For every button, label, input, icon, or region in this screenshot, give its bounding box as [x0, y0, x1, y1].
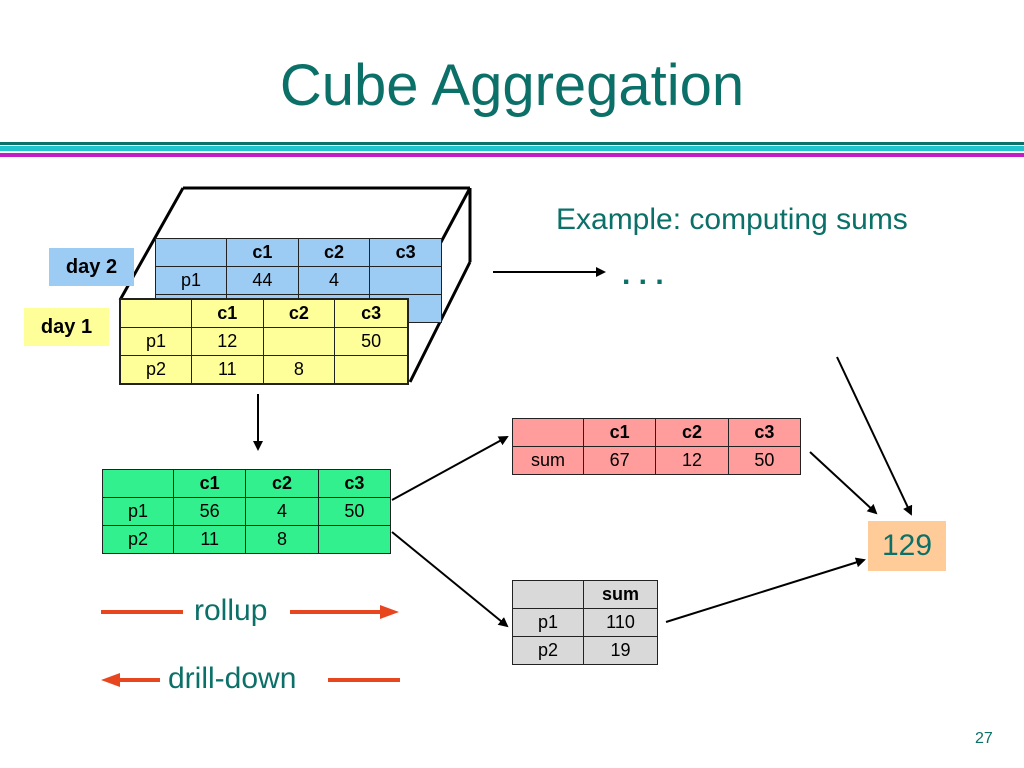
- rowsum-row-label: p2: [512, 636, 584, 665]
- colsum-row-label: sum: [512, 446, 584, 475]
- rollup-label: rollup: [194, 594, 268, 627]
- rowsum-cell: 110: [583, 608, 658, 637]
- aggregate-table: c1 c2 c3 p1 56 4 50 p2 11 8: [102, 469, 392, 554]
- aggregate-cell: [317, 525, 392, 554]
- day1-corner-cell: [119, 298, 192, 328]
- column-sum-table: c1 c2 c3 sum 67 12 50: [512, 418, 802, 475]
- day2-cell: 44: [226, 266, 299, 295]
- ellipsis: . . .: [622, 258, 664, 291]
- day1-label: day 1: [24, 308, 109, 346]
- day1-header-c2: c2: [262, 298, 336, 328]
- table-row: p1 56 4 50: [102, 497, 392, 526]
- legend-arrows: [101, 605, 400, 687]
- arrow-rowsum-to-total: [665, 557, 866, 623]
- table-row: sum 67 12 50: [512, 446, 802, 475]
- table-row: p1 110: [512, 608, 658, 637]
- day2-header-c3: c3: [369, 238, 442, 267]
- day2-corner-cell: [155, 238, 227, 267]
- day1-cell: 12: [191, 327, 264, 356]
- colsum-header-c3: c3: [727, 418, 802, 447]
- total-value: 129: [868, 521, 946, 571]
- arrow-colsum-to-total: [809, 451, 878, 515]
- day2-label: day 2: [49, 248, 134, 286]
- example-label: Example: computing sums: [556, 203, 908, 236]
- rollup-arrowhead: [380, 605, 399, 619]
- table-row: p2 11 8: [102, 525, 392, 554]
- aggregate-row-label: p1: [102, 497, 174, 526]
- aggregate-cell: 50: [317, 497, 392, 526]
- aggregate-header-c3: c3: [317, 469, 392, 498]
- rowsum-cell: 19: [583, 636, 658, 665]
- table-row: p1 12 50: [119, 327, 409, 356]
- colsum-cell: 12: [655, 446, 729, 475]
- drilldown-label: drill-down: [168, 662, 297, 695]
- day2-cell: 4: [297, 266, 371, 295]
- day1-header-c1: c1: [191, 298, 264, 328]
- title-rule-teal: [0, 142, 1024, 145]
- colsum-cell: 67: [582, 446, 657, 475]
- aggregate-header-c1: c1: [172, 469, 247, 498]
- drilldown-arrowhead: [101, 673, 120, 687]
- rowsum-header-sum: sum: [583, 580, 658, 609]
- day1-table: c1 c2 c3 p1 12 50 p2 11 8: [119, 298, 409, 385]
- colsum-header-c2: c2: [655, 418, 729, 447]
- aggregate-header-c2: c2: [245, 469, 319, 498]
- day1-cell: 11: [191, 355, 264, 385]
- page-title: Cube Aggregation: [279, 53, 745, 118]
- arrow-aggregate-to-rowsum: [391, 531, 509, 628]
- day1-cell: 50: [334, 327, 409, 356]
- aggregate-cell: 4: [245, 497, 319, 526]
- page-number: 27: [975, 730, 993, 747]
- day1-row-label: p2: [119, 355, 192, 385]
- aggregate-cell: 8: [245, 525, 319, 554]
- day1-row-label: p1: [119, 327, 192, 356]
- table-row: p2 11 8: [119, 355, 409, 385]
- day2-row-label: p1: [155, 266, 227, 295]
- aggregate-cell: 11: [172, 525, 247, 554]
- colsum-cell: 50: [727, 446, 802, 475]
- table-row: p2 19: [512, 636, 658, 665]
- colsum-corner-cell: [512, 418, 584, 447]
- arrow-more-to-total: [836, 356, 913, 516]
- row-sum-table: sum p1 110 p2 19: [512, 580, 658, 665]
- rowsum-corner-cell: [512, 580, 584, 609]
- day2-cell: [369, 266, 442, 295]
- title-rule-cyan: [0, 146, 1024, 151]
- day1-cell: [262, 327, 336, 356]
- arrow-aggregate-to-colsum: [391, 436, 509, 501]
- day1-cell: 8: [262, 355, 336, 385]
- aggregate-cell: 56: [172, 497, 247, 526]
- table-row: p1 44 4: [155, 266, 442, 295]
- flow-arrows: [253, 267, 913, 628]
- aggregate-row-label: p2: [102, 525, 174, 554]
- rowsum-row-label: p1: [512, 608, 584, 637]
- aggregate-corner-cell: [102, 469, 174, 498]
- day2-header-c2: c2: [297, 238, 371, 267]
- colsum-header-c1: c1: [582, 418, 657, 447]
- day1-header-c3: c3: [334, 298, 409, 328]
- title-rule-magenta: [0, 153, 1024, 157]
- day2-header-c1: c1: [226, 238, 299, 267]
- day1-cell: [334, 355, 409, 385]
